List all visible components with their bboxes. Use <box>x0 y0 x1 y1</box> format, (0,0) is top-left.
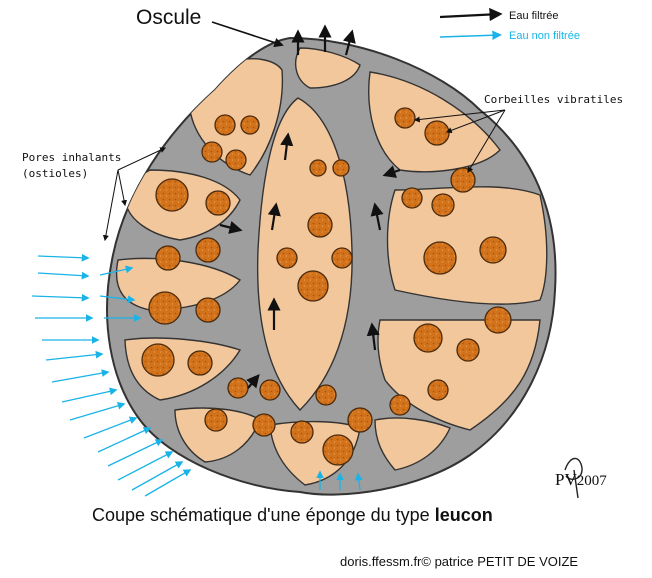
unfiltered-arrow-icon <box>117 451 174 481</box>
credit-line: doris.ffessm.fr© patrice PETIT DE VOIZE <box>340 554 579 569</box>
signature: PV2007 <box>555 470 607 490</box>
unfiltered-arrow-icon <box>31 293 90 302</box>
pores-pointers <box>102 147 167 242</box>
signature-initials: PV <box>555 470 577 489</box>
unfiltered-arrow-icon <box>99 265 134 276</box>
oscule-pointer <box>211 21 284 48</box>
pores-label-line2: (ostioles) <box>22 167 89 180</box>
unfiltered-arrow-icon <box>37 271 90 280</box>
caption-bold: leucon <box>434 505 493 525</box>
unfiltered-arrow-icon <box>131 461 184 491</box>
caption-main: Coupe schématique d'une éponge du type <box>92 505 435 525</box>
legend-filtered-label: Eau filtrée <box>509 10 559 22</box>
unfiltered-arrow-icon <box>37 253 90 262</box>
pores-label-line1: Pores inhalants <box>22 151 122 164</box>
corbeilles-pointers <box>413 109 506 174</box>
filtered-water-arrows <box>219 24 401 389</box>
corbeilles-label: Corbeilles vibratiles <box>484 93 624 106</box>
choanocyte-chambers <box>141 107 512 466</box>
oscule-label: Oscule <box>136 6 202 29</box>
signature-mark-icon <box>564 457 583 499</box>
unfiltered-arrow-icon <box>45 350 104 361</box>
unfiltered-arrow-icon <box>51 369 110 383</box>
unfiltered-arrow-icon <box>107 439 164 467</box>
unfiltered-arrow-icon <box>99 295 136 304</box>
unfiltered-arrow-icon <box>61 387 118 403</box>
unfiltered-water-arrows <box>31 253 363 497</box>
signature-year: 2007 <box>576 473 607 489</box>
unfiltered-arrow-icon <box>97 427 152 453</box>
legend-unfiltered-label: Eau non filtrée <box>509 30 580 42</box>
legend-unfiltered-arrow <box>439 30 502 41</box>
pores-label: Pores inhalants (ostioles) <box>22 150 121 182</box>
unfiltered-arrow-icon <box>354 472 363 491</box>
unfiltered-arrow-icon <box>83 416 138 439</box>
unfiltered-arrow-icon <box>69 402 126 421</box>
diagram-caption: Coupe schématique d'une éponge du type l… <box>92 505 493 526</box>
unfiltered-arrow-icon <box>144 469 192 497</box>
legend-filtered-arrow <box>439 7 503 22</box>
